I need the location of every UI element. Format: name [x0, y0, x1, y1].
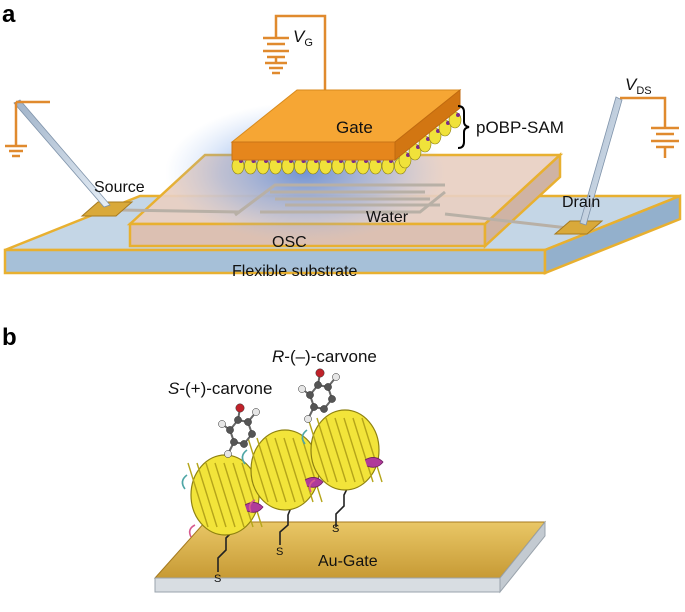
thiol-s-3: S — [332, 523, 339, 535]
drain-pad — [553, 220, 604, 235]
s-carvone-label: S-(+)-carvone — [168, 379, 272, 398]
substrate-label: Flexible substrate — [232, 263, 357, 280]
pobp-sam-layer — [231, 111, 462, 175]
source-lead — [117, 208, 241, 214]
panel-b-label: b — [2, 324, 17, 351]
au-gate-slab — [153, 520, 547, 594]
source-wire — [5, 100, 50, 158]
vg-label: VG — [293, 27, 313, 49]
gate-electrode — [230, 88, 462, 162]
sam-protein — [398, 151, 412, 169]
sam-protein — [256, 157, 270, 175]
protein-barrel — [241, 429, 324, 513]
protein-barrels — [181, 409, 384, 538]
protein-barrel — [181, 454, 264, 538]
carvone-molecules — [218, 368, 340, 458]
au-gate-label: Au-Gate — [318, 553, 378, 570]
thiol-s-2: S — [276, 546, 283, 558]
sam-brace — [457, 105, 470, 149]
carvone-molecule — [298, 368, 340, 423]
gate-wire — [263, 14, 327, 115]
carvone-molecule — [218, 403, 260, 458]
source-pad — [80, 201, 134, 217]
r-carvone-label: R-(–)-carvone — [272, 347, 377, 366]
vds-label: VDS — [625, 75, 652, 97]
channel-electrodes — [234, 183, 446, 217]
drain-label: Drain — [562, 194, 600, 211]
drain-wire — [620, 96, 679, 158]
gate-label: Gate — [336, 118, 373, 137]
source-label: Source — [94, 179, 145, 196]
osc-label: OSC — [272, 234, 307, 251]
thiol-linkers — [217, 486, 349, 572]
drain-lead — [444, 212, 569, 230]
thiol-labels: S S S — [214, 523, 339, 585]
panel-a-label: a — [2, 1, 16, 28]
protein-barrel — [301, 409, 384, 493]
thiol-s-1: S — [214, 573, 221, 585]
water-label: Water — [366, 209, 409, 226]
sam-label: pOBP-SAM — [476, 118, 564, 137]
